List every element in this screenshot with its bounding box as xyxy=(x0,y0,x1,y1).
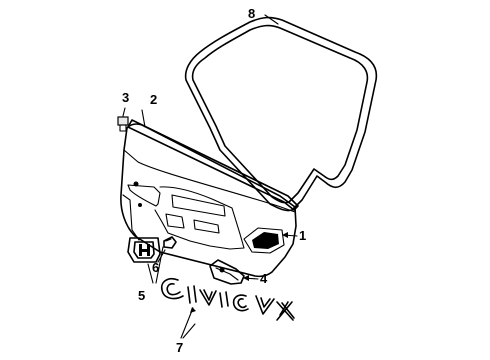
callout-2: 2 xyxy=(150,92,157,107)
leader-5a xyxy=(147,263,154,284)
callout-7: 7 xyxy=(176,340,183,355)
molding-clip xyxy=(117,116,129,132)
h-emblem xyxy=(127,237,161,263)
callout-1: 1 xyxy=(299,228,306,243)
leader-arrowheads xyxy=(190,232,288,313)
callout-3: 3 xyxy=(122,90,129,105)
callout-4: 4 xyxy=(260,271,268,286)
leader-3 xyxy=(122,107,126,117)
weatherstrip-seal xyxy=(184,16,378,212)
callout-6: 6 xyxy=(152,260,159,275)
callout-8: 8 xyxy=(248,6,255,21)
leader-7b xyxy=(182,323,196,339)
emblem-clip xyxy=(163,236,177,249)
leader-7a xyxy=(180,307,194,339)
leader-5b xyxy=(155,246,164,284)
leader-2 xyxy=(141,109,146,128)
trunk-lid xyxy=(120,123,297,278)
lock-cylinder xyxy=(209,259,245,285)
civic-vx-nameplate xyxy=(160,277,295,321)
leader-6 xyxy=(157,249,166,263)
callout-5: 5 xyxy=(138,288,145,303)
leader-8 xyxy=(264,14,279,25)
leader-lines xyxy=(122,14,298,339)
